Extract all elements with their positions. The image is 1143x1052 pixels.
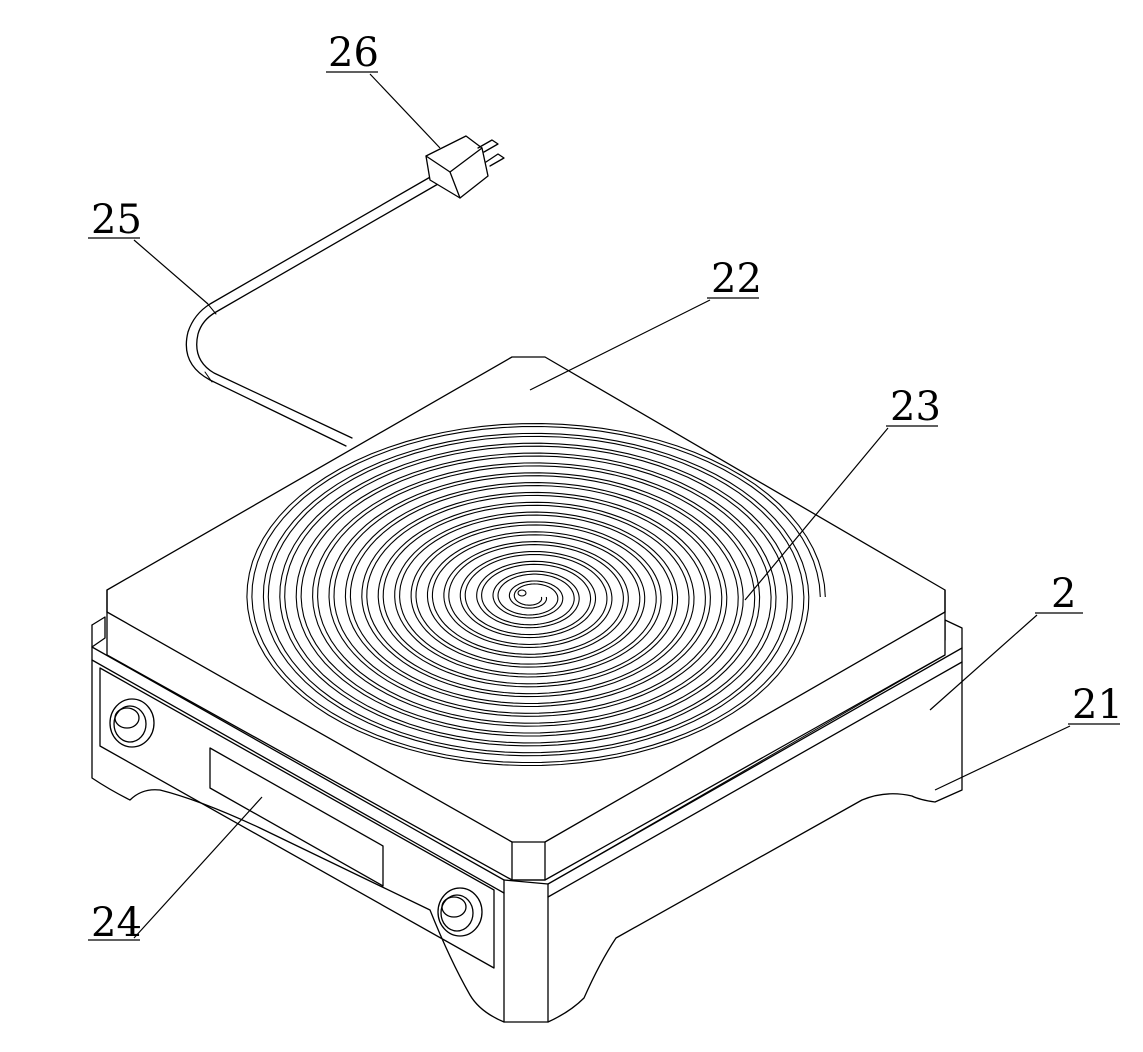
housing bbox=[91, 616, 963, 1023]
svg-text:23: 23 bbox=[890, 384, 941, 430]
reference-labels: 26 25 22 23 2 21 24 bbox=[88, 30, 1123, 946]
power-cord bbox=[185, 175, 439, 447]
coil-outer-edge bbox=[246, 423, 826, 767]
label-22: 22 bbox=[529, 256, 762, 391]
label-2: 2 bbox=[929, 571, 1083, 711]
label-23: 23 bbox=[744, 384, 941, 601]
control-panel bbox=[99, 667, 495, 969]
display-window bbox=[209, 747, 384, 887]
label-21: 21 bbox=[934, 682, 1123, 791]
svg-text:25: 25 bbox=[91, 197, 142, 243]
coil-inner-edge bbox=[251, 425, 821, 764]
label-24: 24 bbox=[88, 796, 263, 946]
svg-text:21: 21 bbox=[1072, 682, 1123, 728]
svg-text:2: 2 bbox=[1051, 571, 1076, 617]
svg-text:26: 26 bbox=[328, 30, 379, 76]
left-knob bbox=[109, 698, 155, 748]
svg-text:24: 24 bbox=[91, 900, 142, 946]
label-25: 25 bbox=[88, 197, 209, 305]
svg-text:22: 22 bbox=[711, 256, 762, 302]
heating-coil bbox=[246, 423, 826, 767]
coil-center bbox=[517, 589, 527, 597]
label-26: 26 bbox=[326, 30, 441, 149]
plug bbox=[425, 135, 505, 199]
right-knob bbox=[437, 887, 483, 937]
